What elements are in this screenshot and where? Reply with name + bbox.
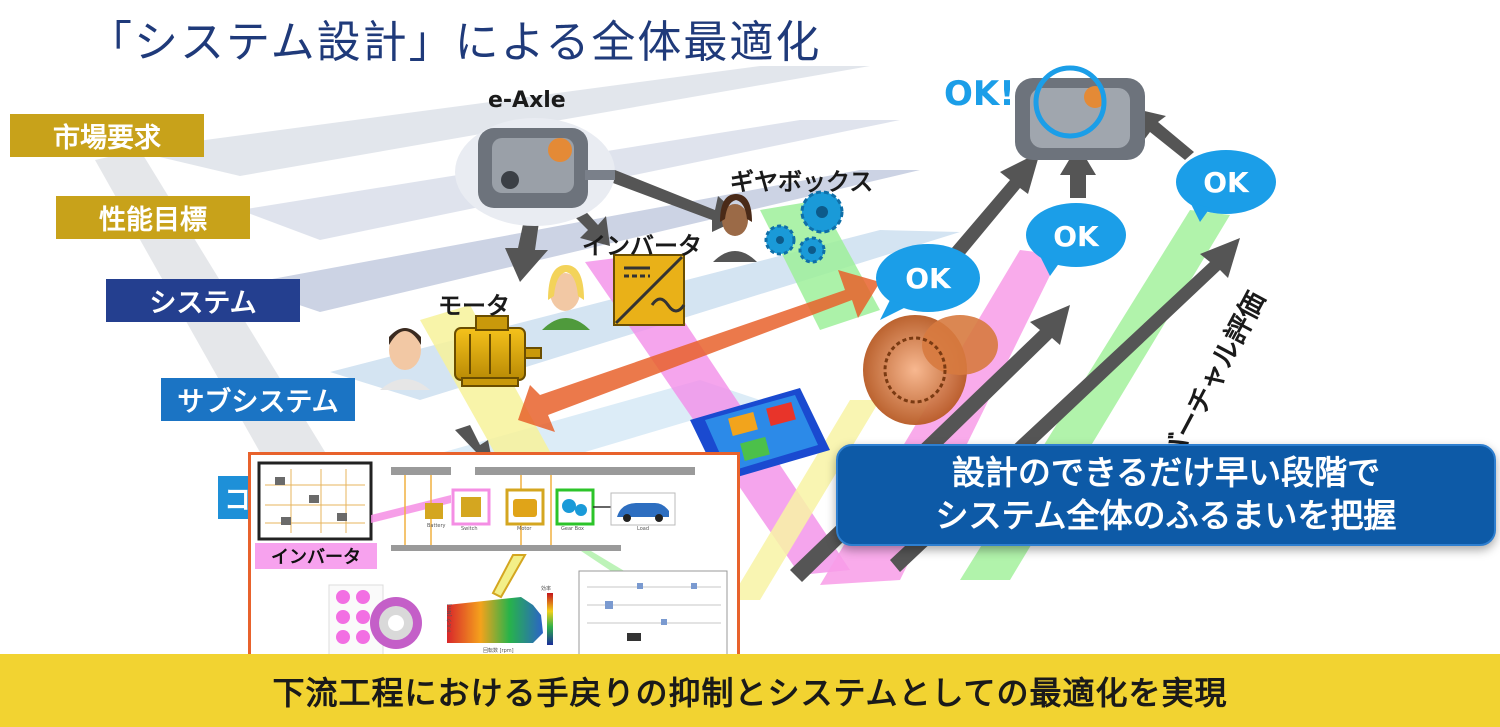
ok-bubble-1: OK	[905, 261, 951, 295]
band-system	[240, 170, 920, 312]
efficiency-colorbar-label: 効率	[541, 586, 552, 592]
block-label-motor: Motor	[517, 526, 532, 532]
level-market-requirements: 市場要求	[10, 114, 204, 157]
block-label-switch: Switch	[461, 526, 478, 532]
engineer-avatar-system	[380, 328, 430, 390]
ok-bubble-3: OK	[1203, 165, 1249, 199]
level-subsystem: サブシステム	[161, 378, 355, 421]
ok-bubble-shapes	[876, 150, 1276, 320]
level-system: システム	[106, 279, 300, 322]
block-label-battery: Battery	[427, 523, 446, 529]
engineer-avatar-motor	[542, 265, 590, 330]
level-label: 性能目標	[99, 205, 207, 236]
callout-line-2: システム全体のふるまいを把握	[935, 496, 1397, 535]
engineer-avatar-inverter	[713, 194, 757, 262]
inset-graphics	[257, 461, 728, 659]
ok-highlight-ring	[1033, 65, 1107, 139]
page-title: 「システム設計」による全体最適化	[88, 17, 822, 68]
motor-icon	[454, 315, 542, 387]
gearbox-gears-icon	[764, 190, 844, 264]
callout-line-1: 設計のできるだけ早い段階で	[951, 453, 1381, 493]
label-inverter: インバータ	[582, 232, 702, 260]
level-label: システム	[149, 288, 257, 319]
level-performance-targets: 性能目標	[56, 196, 250, 239]
speed-axis-label: 回転数 [rpm]	[483, 648, 514, 654]
assembled-e-axle-image	[1015, 65, 1145, 160]
label-motor: モータ	[438, 292, 510, 320]
key-message-callout: 設計のできるだけ早い段階で システム全体のふるまいを把握	[836, 444, 1496, 546]
orange-double-arrow	[518, 270, 880, 432]
e-axle-image	[455, 118, 615, 226]
level-label: コ	[224, 485, 251, 516]
torque-axis-label: トルク [Nm]	[447, 603, 454, 634]
differential-gear-image	[863, 315, 998, 425]
label-gearbox: ギヤボックス	[730, 168, 874, 196]
inverter-icon	[613, 254, 686, 326]
block-label-gearbox: Gear Box	[561, 526, 584, 532]
block-label-load: Load	[637, 526, 649, 532]
label-e-axle: e-Axle	[488, 88, 566, 113]
motor-cross-section-images	[328, 584, 422, 659]
ok-top-label: OK!	[944, 74, 1015, 114]
inset-inverter-tag: インバータ	[255, 543, 377, 569]
simulation-model-inset: インバータ Battery Switch Motor Gear Box Load…	[248, 452, 740, 662]
detailed-system-model-image	[578, 570, 728, 659]
band-market	[130, 66, 870, 176]
bottom-banner-text: 下流工程における手戻りの抑制とシステムとしての最適化を実現	[272, 673, 1228, 712]
level-label: 市場要求	[53, 123, 161, 154]
bottom-banner: 下流工程における手戻りの抑制とシステムとしての最適化を実現	[0, 654, 1500, 727]
efficiency-map-image	[447, 593, 553, 645]
level-label: サブシステム	[177, 387, 339, 418]
ok-bubble-2: OK	[1053, 219, 1099, 253]
